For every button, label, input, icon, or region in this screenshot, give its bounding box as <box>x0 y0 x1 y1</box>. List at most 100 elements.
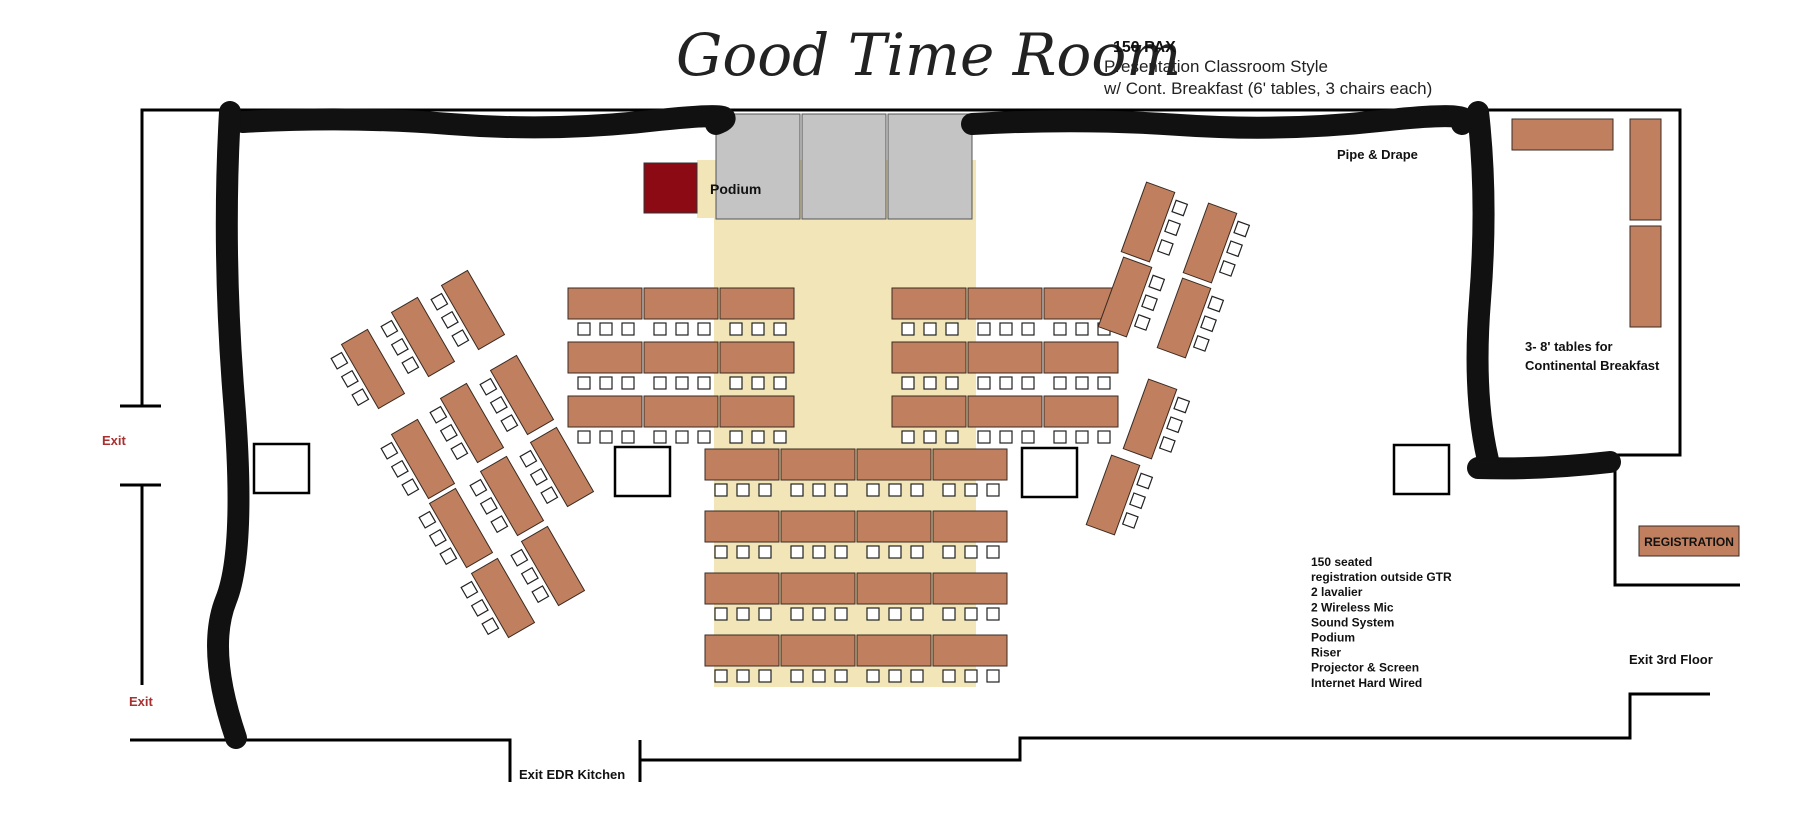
chair <box>479 496 498 515</box>
table <box>567 341 643 374</box>
classroom-table-group <box>1043 395 1119 444</box>
angled-table-group <box>1122 378 1191 460</box>
table <box>719 287 795 320</box>
chair <box>1053 322 1067 336</box>
chair <box>736 607 750 621</box>
breakfast-table <box>1511 118 1614 151</box>
table <box>1085 454 1141 536</box>
breakfast-table <box>1629 118 1662 221</box>
table <box>489 354 555 436</box>
chair <box>751 376 765 390</box>
chair <box>390 459 409 478</box>
chair <box>714 483 728 497</box>
table <box>967 341 1043 374</box>
chair <box>390 337 409 356</box>
seating-area <box>330 181 1251 683</box>
chair <box>540 486 559 505</box>
chair <box>450 442 469 461</box>
amenity-item: Projector & Screen <box>1311 661 1419 675</box>
chair <box>490 515 509 534</box>
stage-panel <box>715 113 801 220</box>
chair <box>1141 294 1158 312</box>
chair <box>714 669 728 683</box>
table <box>967 287 1043 320</box>
angled-table-group <box>380 296 456 378</box>
table <box>891 287 967 320</box>
chair <box>729 322 743 336</box>
chair <box>729 430 743 444</box>
table <box>439 382 505 464</box>
classroom-table-group <box>891 341 967 390</box>
chair <box>942 545 956 559</box>
classroom-table-group <box>719 287 795 336</box>
exit-kitchen-label: Exit EDR Kitchen <box>519 767 625 782</box>
chair <box>653 322 667 336</box>
chair <box>599 322 613 336</box>
chair <box>479 377 498 396</box>
chair <box>901 430 915 444</box>
chair <box>923 376 937 390</box>
chair <box>1171 199 1189 217</box>
chair <box>942 483 956 497</box>
chair <box>1173 396 1191 414</box>
table <box>643 341 719 374</box>
angled-table-group <box>469 455 545 537</box>
chair <box>653 376 667 390</box>
chair <box>790 545 804 559</box>
chair <box>1226 240 1243 258</box>
chair <box>790 669 804 683</box>
angled-table-group <box>1097 256 1166 338</box>
stage-panel <box>801 113 887 220</box>
table <box>719 341 795 374</box>
amenity-item: Podium <box>1311 631 1355 645</box>
chair <box>1021 376 1035 390</box>
chair <box>1158 436 1176 453</box>
chair <box>751 430 765 444</box>
classroom-table-group <box>567 341 643 390</box>
chair <box>439 423 458 442</box>
chair <box>964 669 978 683</box>
classroom-table-group <box>780 572 856 621</box>
table <box>780 448 856 481</box>
breakfast-tables-label: Continental Breakfast <box>1525 358 1660 373</box>
chair <box>481 617 500 636</box>
room-title: Good Time Room <box>676 21 1181 89</box>
amenity-item: 2 Wireless Mic <box>1311 600 1394 614</box>
table <box>856 448 932 481</box>
table <box>479 455 545 537</box>
chair <box>834 607 848 621</box>
exit-third-floor-label: Exit 3rd Floor <box>1629 652 1713 667</box>
chair <box>351 388 370 407</box>
classroom-table-group <box>932 572 1008 621</box>
chair <box>812 607 826 621</box>
table <box>856 634 932 667</box>
chair <box>986 545 1000 559</box>
chair <box>1021 322 1035 336</box>
stage-panels <box>715 113 973 220</box>
chair <box>470 598 489 617</box>
table <box>567 287 643 320</box>
chair <box>529 467 548 486</box>
chair <box>945 322 959 336</box>
chair <box>901 322 915 336</box>
chair <box>429 405 448 424</box>
chair <box>531 585 550 604</box>
table <box>390 296 456 378</box>
chair <box>773 430 787 444</box>
angled-table-group <box>1156 277 1225 359</box>
chair <box>758 483 772 497</box>
classroom-table-group <box>856 510 932 559</box>
chair <box>697 376 711 390</box>
chair <box>901 376 915 390</box>
table <box>704 448 780 481</box>
pipe-and-drape <box>207 101 1621 749</box>
chair <box>834 669 848 683</box>
chair <box>451 329 470 348</box>
chair <box>1133 314 1151 331</box>
amenity-item: 150 seated <box>1311 555 1372 569</box>
chair <box>751 322 765 336</box>
chair <box>380 441 399 460</box>
chair <box>888 607 902 621</box>
